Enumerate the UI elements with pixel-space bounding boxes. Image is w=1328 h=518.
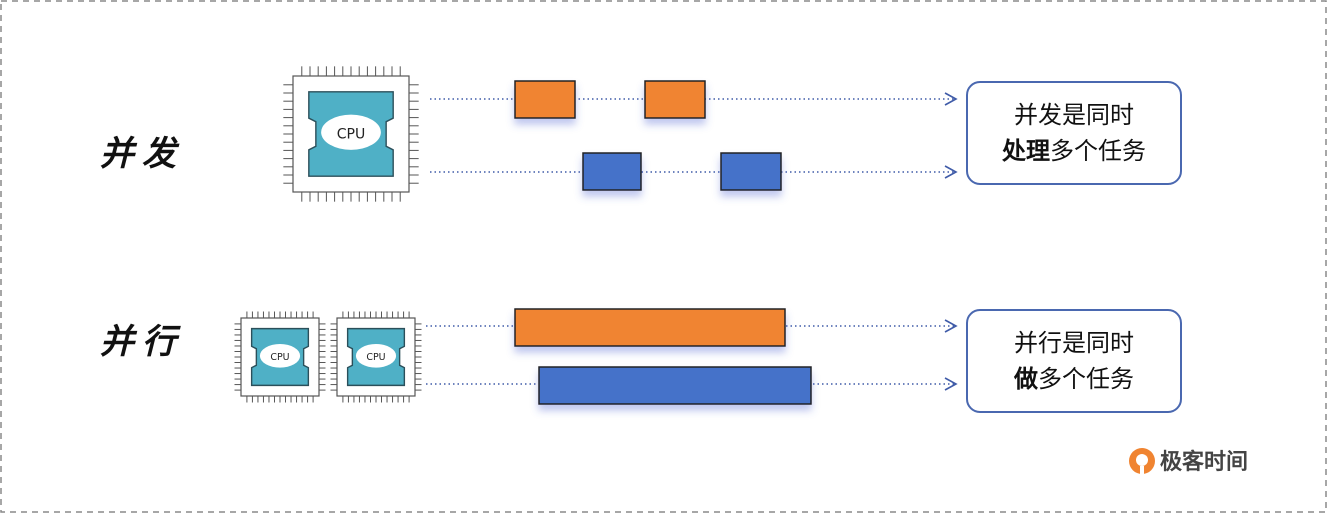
concurrency-label: 并发 (100, 134, 184, 174)
box-line-text: 并行是同时 (1014, 329, 1134, 357)
box-line-bold-text: 处理 (1002, 137, 1050, 165)
concurrency-description-box: 并发是同时 处理多个任务 (966, 81, 1182, 185)
box-line: 做多个任务 (1014, 361, 1134, 397)
logo-text: 极客时间 (1160, 450, 1249, 475)
cpu-chip-icon: CPU (234, 311, 326, 403)
box-line: 并行是同时 (1014, 325, 1134, 361)
parallel-label: 并行 (100, 322, 184, 362)
task-block-blue-long (538, 366, 812, 405)
box-line-bold-text: 做 (1014, 365, 1038, 393)
timeline-arrow (430, 165, 958, 179)
timeline-arrow (426, 319, 958, 333)
box-line-text: 多个任务 (1050, 137, 1146, 165)
cpu-label: CPU (270, 352, 289, 363)
task-block-blue (720, 152, 782, 191)
box-line-text: 并发是同时 (1014, 101, 1134, 129)
timeline-arrow (426, 377, 958, 391)
cpu-chip-icon: CPU (330, 311, 422, 403)
cpu-chip-icon: CPU (283, 66, 419, 202)
logo: 极客时间 (1126, 444, 1248, 476)
logo-icon-spacer (1126, 446, 1154, 474)
task-block-orange (514, 80, 576, 119)
cpu-label: CPU (366, 352, 385, 363)
box-line-text: 多个任务 (1038, 365, 1134, 393)
box-line: 并发是同时 (1014, 97, 1134, 133)
cpu-label: CPU (337, 126, 366, 142)
task-block-orange-long (514, 308, 786, 347)
task-block-orange (644, 80, 706, 119)
geektime-logo-icon (1129, 448, 1155, 474)
task-block-blue (582, 152, 642, 191)
box-line: 处理多个任务 (1002, 133, 1146, 169)
parallel-description-box: 并行是同时 做多个任务 (966, 309, 1182, 413)
